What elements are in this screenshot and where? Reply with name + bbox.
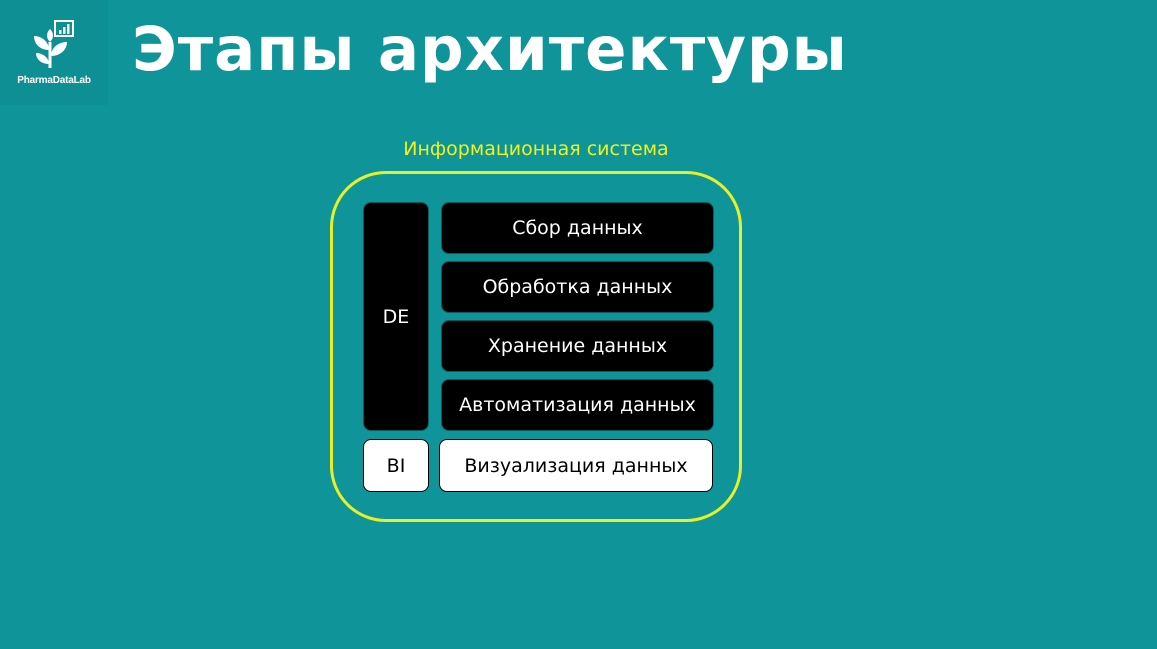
logo: PharmaDataLab bbox=[0, 0, 108, 105]
visualization-block: Визуализация данных bbox=[439, 439, 713, 492]
step-block-processing: Обработка данных bbox=[441, 261, 714, 313]
de-label: DE bbox=[382, 305, 410, 328]
step-block-storage: Хранение данных bbox=[441, 320, 714, 372]
logo-text: PharmaDataLab bbox=[17, 75, 91, 86]
de-block: DE bbox=[363, 202, 429, 431]
page-title: Этапы архитектуры bbox=[132, 14, 848, 85]
visualization-label: Визуализация данных bbox=[464, 454, 688, 477]
step-label-processing: Обработка данных bbox=[482, 276, 673, 298]
leaf-chart-icon bbox=[34, 20, 74, 68]
step-label-automation: Автоматизация данных bbox=[459, 394, 696, 416]
step-block-automation: Автоматизация данных bbox=[441, 379, 714, 431]
step-block-collection: Сбор данных bbox=[441, 202, 714, 254]
system-frame bbox=[330, 171, 742, 522]
system-label: Информационная система bbox=[403, 138, 669, 160]
bi-block: BI bbox=[363, 439, 429, 492]
step-label-storage: Хранение данных bbox=[487, 335, 668, 357]
bi-label: BI bbox=[386, 454, 406, 477]
step-label-collection: Сбор данных bbox=[512, 217, 643, 239]
